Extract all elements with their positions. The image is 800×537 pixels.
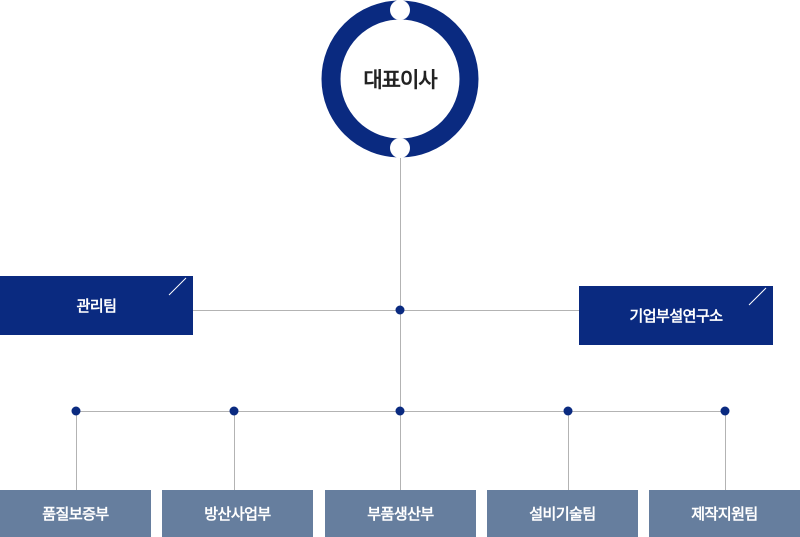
unit-label-research-institute: 기업부설연구소 [629, 307, 723, 325]
department-box-4: 설비기술팀 [487, 490, 638, 537]
corner-slash-icon [168, 277, 187, 296]
unit-label-management: 관리팀 [76, 297, 117, 315]
department-label: 설비기술팀 [529, 505, 596, 523]
department-label: 방산사업부 [204, 505, 271, 523]
department-box-2: 방산사업부 [162, 490, 313, 537]
department-box-3: 부품생산부 [325, 490, 476, 537]
ceo-ring [321, 0, 479, 158]
department-label: 품질보증부 [42, 505, 109, 523]
ring-notch-bottom [390, 138, 410, 158]
junction-dot-4 [563, 406, 573, 416]
junction-dot-2 [229, 406, 239, 416]
junction-dot-side [395, 305, 405, 315]
unit-box-research-institute: 기업부설연구소 [579, 286, 773, 345]
department-box-1: 품질보증부 [0, 490, 151, 537]
ceo-label: 대표이사 [363, 68, 437, 92]
corner-slash-icon [748, 287, 767, 306]
junction-dot-1 [71, 406, 81, 416]
department-label: 제작지원팀 [691, 505, 758, 523]
unit-box-management: 관리팀 [0, 276, 193, 335]
ring-notch-top [390, 0, 410, 20]
department-label: 부품생산부 [367, 505, 434, 523]
junction-dot-3 [395, 406, 405, 416]
junction-dot-5 [720, 406, 730, 416]
department-box-5: 제작지원팀 [649, 490, 800, 537]
